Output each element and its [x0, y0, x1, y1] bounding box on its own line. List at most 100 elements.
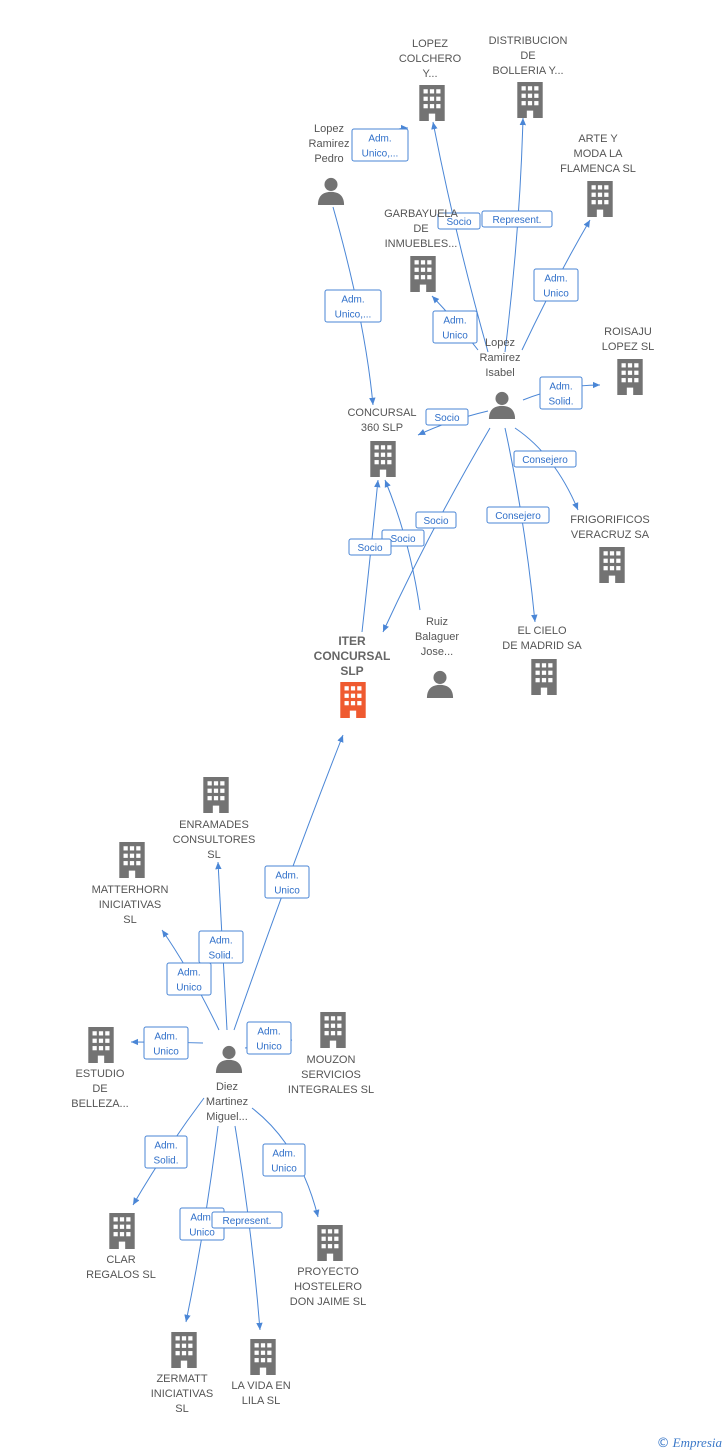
edge-line: [504, 117, 527, 353]
relationship-edge[interactable]: Adm.Solid.: [198, 861, 244, 1031]
relationship-edge[interactable]: Adm.Unico: [521, 219, 591, 351]
relationship-edge[interactable]: Socio: [381, 479, 425, 611]
node-label: Balaguer: [415, 631, 459, 643]
edge-label-box: [262, 1143, 306, 1177]
edge-label-text: Socio: [357, 543, 382, 554]
node-label: Ramirez: [309, 138, 350, 150]
relationship-edge[interactable]: Adm.Solid.: [522, 376, 601, 410]
node-label: VERACRUZ SA: [571, 529, 650, 541]
company-node[interactable]: ARTE Y MODA LA FLAMENCA SL: [560, 133, 636, 217]
node-label: Ruiz: [426, 616, 448, 628]
node-label: MOUZON: [307, 1054, 356, 1066]
edge-label-box: [264, 865, 310, 899]
node-label: DON JAIME SL: [290, 1296, 366, 1308]
node-label: HOSTELERO: [294, 1281, 362, 1293]
building-icon: [599, 547, 625, 583]
edge-label-text: Adm.: [209, 936, 232, 947]
company-node[interactable]: LOPEZCOLCHEROY...: [399, 38, 462, 121]
person-node[interactable]: DiezMartinezMiguel...: [206, 1045, 248, 1123]
relationship-edge[interactable]: Socio: [431, 121, 489, 353]
relationship-edge[interactable]: Adm.Unico: [233, 734, 344, 1031]
node-label: Pedro: [314, 153, 343, 165]
edge-label-box: [211, 1211, 283, 1229]
node-label: MODA LA: [574, 148, 624, 160]
edge-label-box: [425, 408, 469, 426]
node-label: ROISAJU: [604, 326, 652, 338]
node-label: ENRAMADES: [179, 819, 249, 831]
edge-label-text: Socio: [390, 534, 415, 545]
edge-label-text: Adm.: [257, 1027, 280, 1038]
copyright-symbol: ©: [656, 1436, 670, 1451]
node-label: 360 SLP: [361, 422, 403, 434]
node-label: INTEGRALES SL: [288, 1084, 374, 1096]
edge-label-text: Adm.: [368, 134, 391, 145]
building-icon: [317, 1225, 343, 1261]
relationship-edge[interactable]: Adm.Unico: [161, 929, 220, 1031]
relationship-edge[interactable]: Adm.Unico,...: [324, 206, 382, 406]
company-node[interactable]: GARBAYUELADEINMUEBLES...: [384, 208, 459, 292]
edge-label-text: Unico: [256, 1042, 282, 1053]
node-label: FLAMENCA SL: [560, 163, 636, 175]
relationship-edge[interactable]: Adm.Unico: [431, 295, 479, 351]
edge-label-text: Adm.: [341, 295, 364, 306]
node-label: Lopez: [485, 337, 515, 349]
relationship-edge[interactable]: Adm. Unico: [244, 1021, 293, 1055]
node-label: Ramirez: [480, 352, 521, 364]
relationship-edge[interactable]: Socio: [382, 427, 491, 633]
relationship-edge[interactable]: Consejero: [486, 427, 550, 623]
node-label: Jose...: [421, 646, 453, 658]
relationship-edge[interactable]: Represent.: [211, 1125, 283, 1331]
edge-label-text: Adm.: [154, 1032, 177, 1043]
node-label: SL: [123, 914, 136, 926]
edge-label-text: Unico: [543, 289, 569, 300]
person-node[interactable]: RuizBalaguerJose...: [415, 616, 459, 698]
edge-line: [234, 1125, 263, 1331]
node-label: DE: [520, 50, 535, 62]
edge-label-text: Solid.: [153, 1156, 178, 1167]
relationship-edge[interactable]: Adm.Solid.: [132, 1097, 205, 1206]
node-label: EL CIELO: [517, 625, 567, 637]
relationship-edge[interactable]: Consejero: [513, 427, 579, 511]
company-node[interactable]: ESTUDIODEBELLEZA...: [71, 1027, 129, 1110]
person-icon: [488, 391, 516, 419]
node-label: ARTE Y: [578, 133, 618, 145]
relationship-edge[interactable]: Represent.: [481, 117, 553, 353]
edge-label-text: Unico: [176, 983, 202, 994]
edge-label-text: Adm.: [275, 871, 298, 882]
node-label: INMUEBLES...: [385, 238, 458, 250]
building-icon: [517, 82, 543, 118]
building-icon: [250, 1339, 276, 1375]
node-label: INICIATIVAS: [99, 899, 162, 911]
footer-brand: ©Empresia: [657, 1435, 722, 1451]
edge-label-box: [348, 538, 392, 556]
edge-label-box: [144, 1135, 188, 1169]
relationship-edge[interactable]: Adm.Unico: [130, 1026, 204, 1060]
person-icon: [215, 1045, 243, 1073]
relationship-edge[interactable]: Socio: [417, 408, 489, 436]
relationship-edge[interactable]: Adm.Unico,...: [351, 124, 409, 162]
node-label: ZERMATT: [156, 1373, 207, 1385]
node-label: Diez: [216, 1081, 238, 1093]
relationship-edge[interactable]: Socio: [348, 479, 392, 633]
relationship-edge[interactable]: Adm.Unico: [251, 1107, 320, 1218]
node-label: LA VIDA EN: [231, 1380, 290, 1392]
edge-label-box: [437, 212, 481, 230]
edge-label-text: Socio: [446, 217, 471, 228]
